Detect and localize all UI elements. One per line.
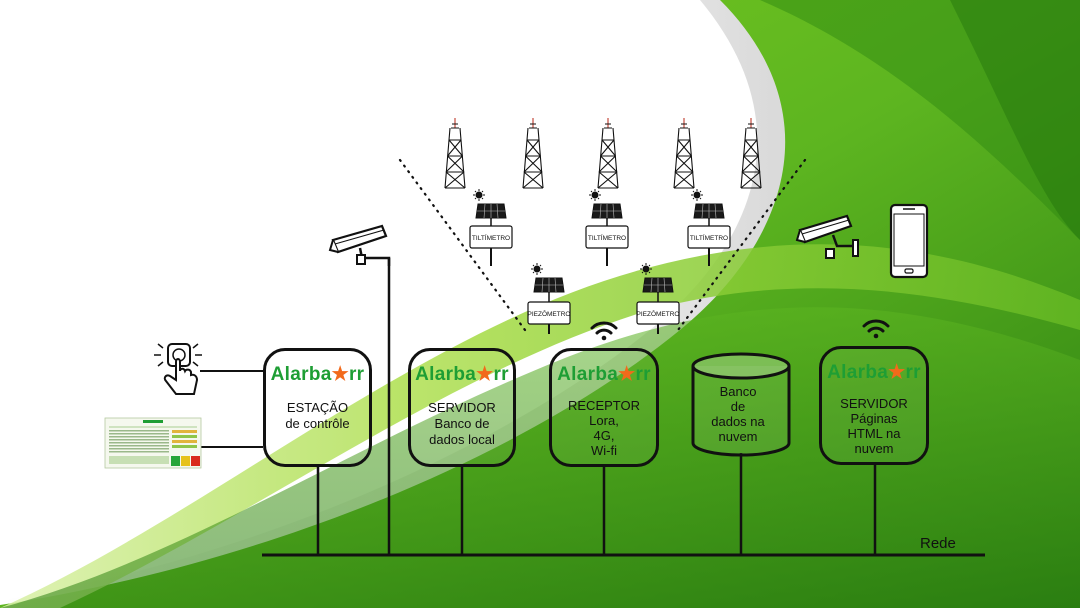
solar-panel-icon bbox=[475, 203, 507, 226]
solar-panel-icon bbox=[693, 203, 725, 226]
piezometer-label: PIEZÔMETRO bbox=[528, 309, 571, 318]
alarbarr-logo: Alarba★rr bbox=[827, 362, 921, 383]
piezometer-station-2: PIEZÔMETRO bbox=[636, 263, 680, 334]
sun-icon bbox=[691, 189, 703, 201]
transmission-tower-icon bbox=[740, 118, 762, 189]
dashboard-screenshot-icon bbox=[104, 417, 202, 469]
tiltmeter-station-1: TILTÍMETRO bbox=[469, 189, 513, 266]
solar-panel-icon bbox=[533, 277, 565, 302]
solar-panel-icon bbox=[642, 277, 674, 302]
touch-button-icon bbox=[154, 343, 202, 395]
tiltmeter-label: TILTÍMETRO bbox=[472, 233, 510, 242]
control-station-label: ESTAÇÃO de contrôle bbox=[285, 400, 350, 431]
sun-icon bbox=[640, 263, 652, 275]
cloud-database-cylinder bbox=[691, 352, 791, 457]
cloud-database-label: Banco de dados na nuvem bbox=[711, 384, 765, 444]
tiltmeter-label: TILTÍMETRO bbox=[690, 233, 728, 242]
tiltmeter-station-2: TILTÍMETRO bbox=[585, 189, 629, 266]
alarbarr-logo: Alarba★rr bbox=[270, 364, 365, 385]
piezometer-station-1: PIEZÔMETRO bbox=[527, 263, 571, 334]
web-server-label: SERVIDOR Páginas HTML na nuvem bbox=[840, 396, 908, 456]
security-camera-icon bbox=[795, 214, 859, 259]
tiltmeter-station-3: TILTÍMETRO bbox=[687, 189, 731, 266]
local-server-label: SERVIDOR Banco de dados local bbox=[428, 400, 496, 447]
transmission-tower-icon bbox=[522, 118, 544, 189]
control-station-box[interactable]: Alarba★rr ESTAÇÃO de contrôle bbox=[263, 348, 372, 467]
security-camera-icon bbox=[328, 224, 391, 266]
sun-icon bbox=[589, 189, 601, 201]
alarbarr-logo: Alarba★rr bbox=[415, 364, 509, 385]
receiver-box[interactable]: Alarba★rr RECEPTOR Lora, 4G, Wi-fi bbox=[549, 348, 659, 467]
sun-icon bbox=[531, 263, 543, 275]
alarbarr-logo: Alarba★rr bbox=[557, 364, 651, 385]
tiltmeter-label: TILTÍMETRO bbox=[588, 233, 626, 242]
web-server-box[interactable]: Alarba★rr SERVIDOR Páginas HTML na nuvem bbox=[819, 346, 929, 465]
transmission-tower-icon bbox=[444, 118, 466, 189]
local-server-box[interactable]: Alarba★rr SERVIDOR Banco de dados local bbox=[408, 348, 516, 467]
solar-panel-icon bbox=[591, 203, 623, 226]
transmission-tower-icon bbox=[597, 118, 619, 189]
sun-icon bbox=[473, 189, 485, 201]
transmission-tower-icon bbox=[673, 118, 695, 189]
network-label: Rede bbox=[920, 535, 956, 552]
smartphone-icon bbox=[889, 203, 929, 279]
receiver-label: RECEPTOR Lora, 4G, Wi-fi bbox=[568, 398, 640, 458]
wifi-icon bbox=[590, 321, 618, 341]
piezometer-label: PIEZÔMETRO bbox=[637, 309, 680, 318]
wifi-icon bbox=[862, 319, 890, 339]
